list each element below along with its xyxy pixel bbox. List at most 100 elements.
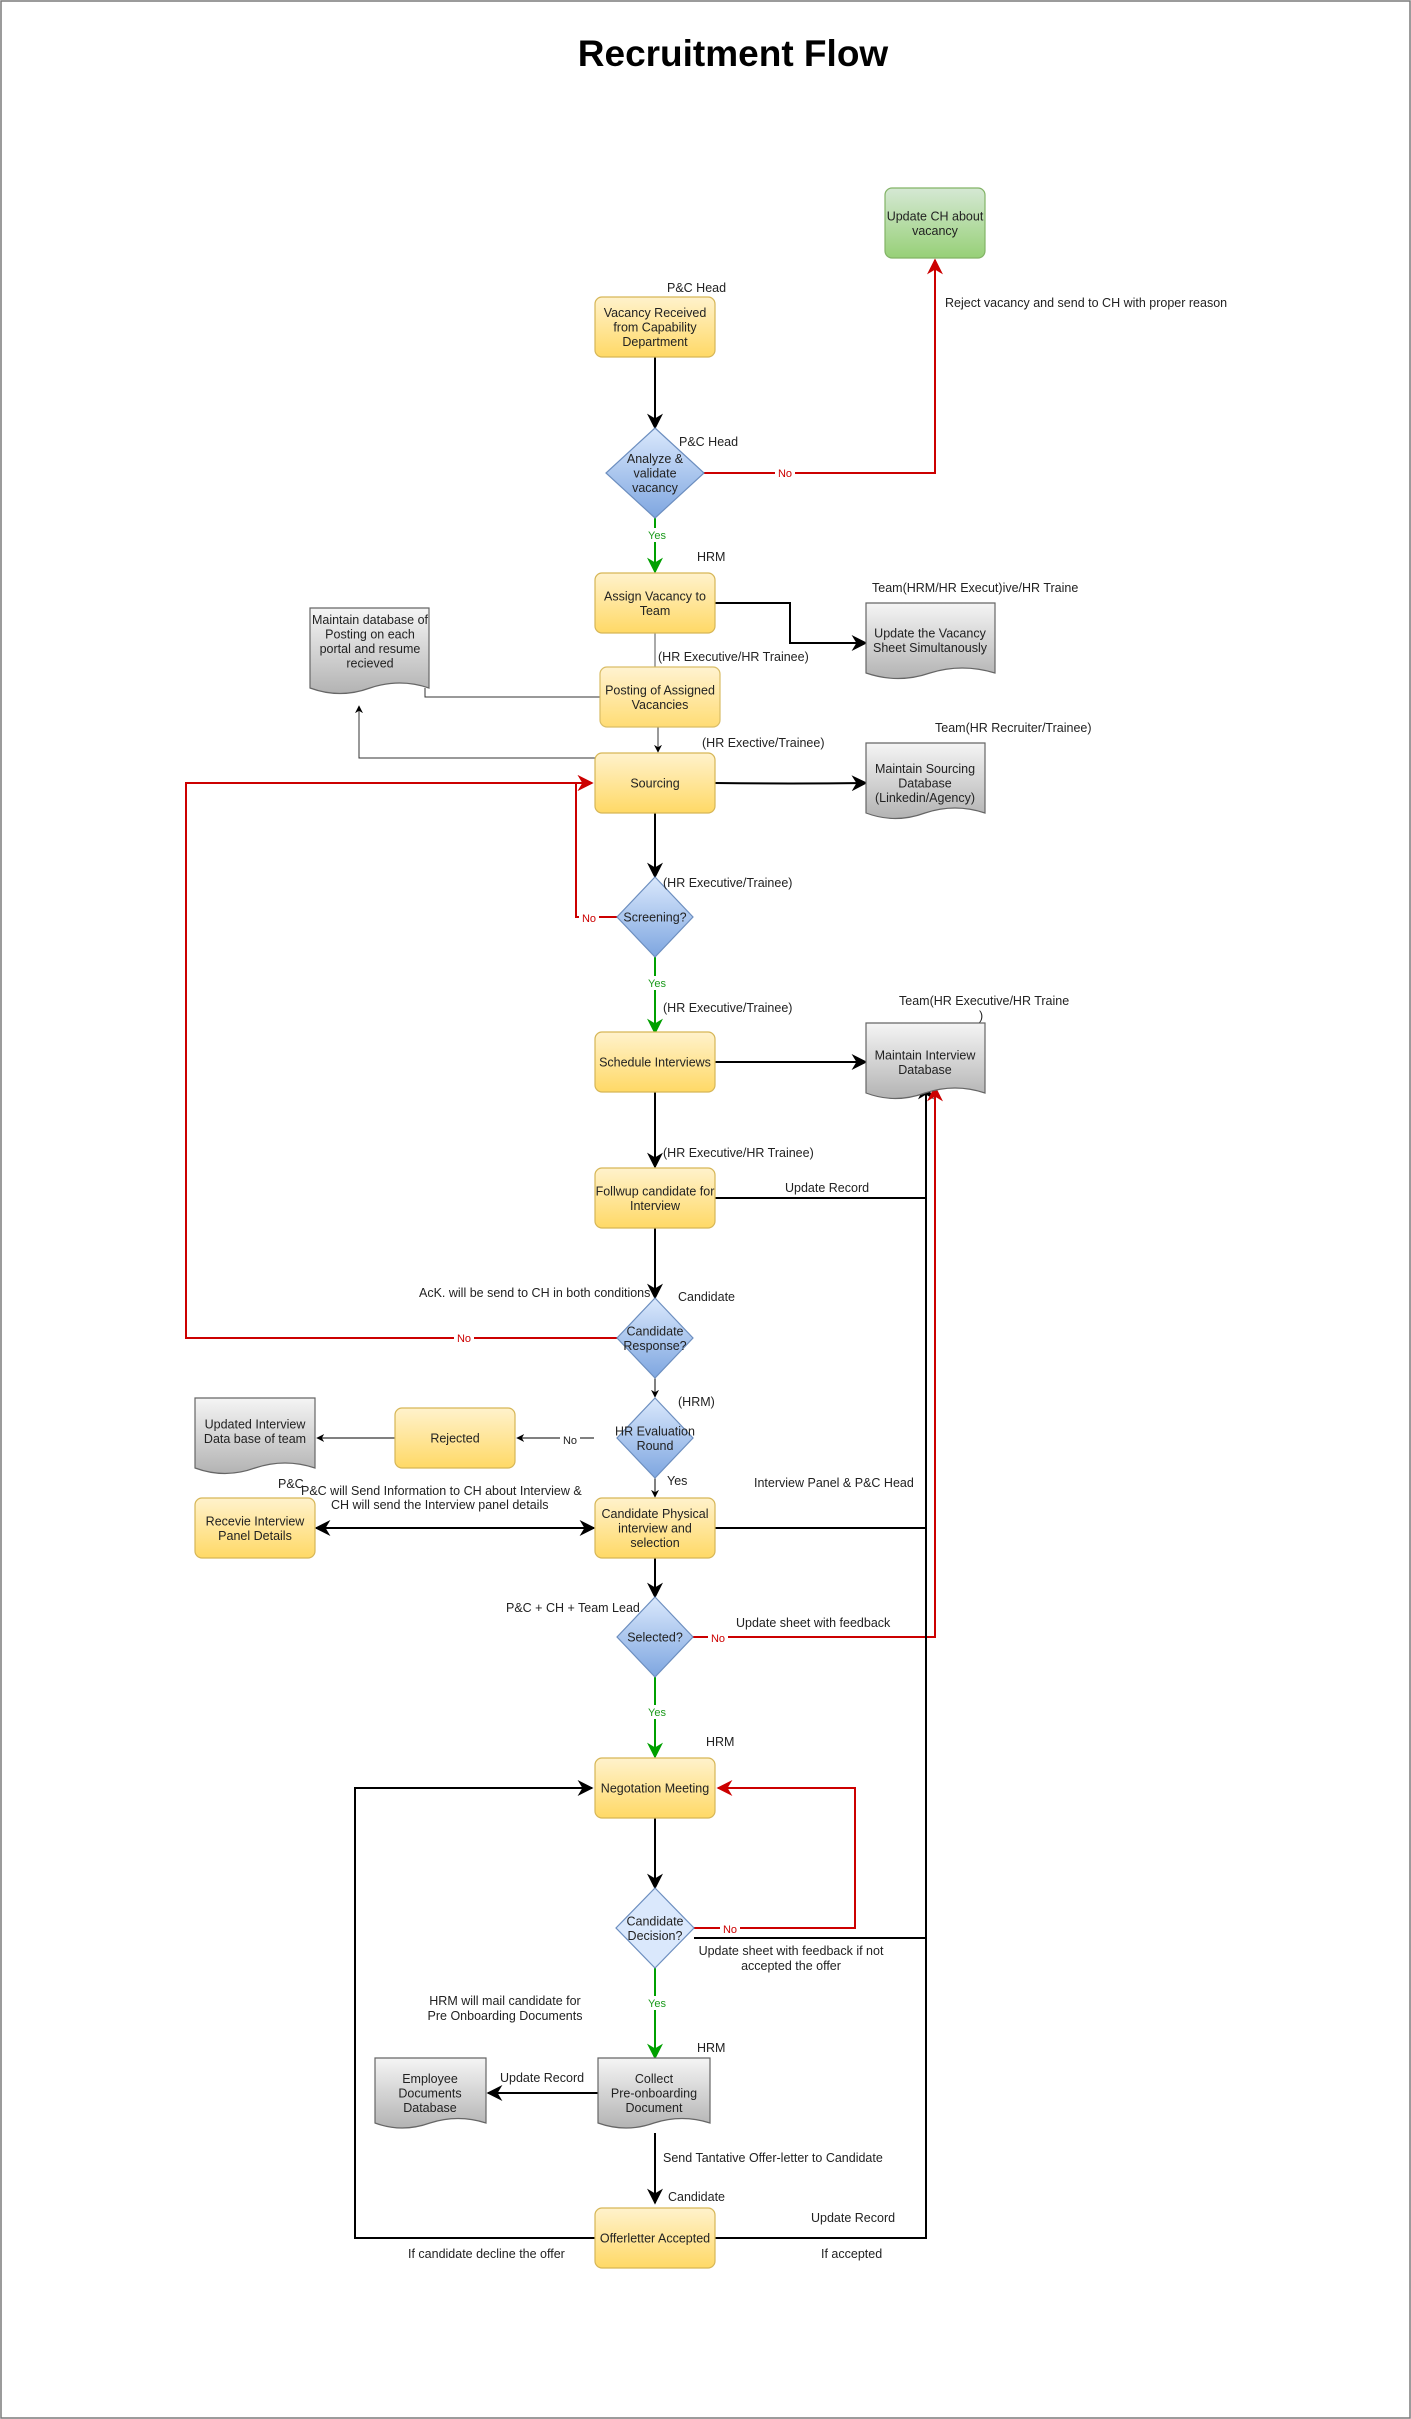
label-hrm-2: HRM bbox=[706, 1735, 734, 1749]
node-text-line: Screening? bbox=[623, 911, 686, 925]
node-text-line: Schedule Interviews bbox=[599, 1056, 711, 1070]
node-physical-box bbox=[594, 1497, 716, 1559]
label-hr-exec-trainee-4: (HR Executive/HR Trainee) bbox=[663, 1146, 814, 1160]
node-text-line: Recevie Interview bbox=[206, 1514, 306, 1528]
label-update-record-3: Update Record bbox=[811, 2211, 895, 2225]
label-no-selected: No bbox=[711, 1633, 725, 1645]
node-text-line: Assign Vacancy to bbox=[604, 589, 706, 603]
label-yes-analyze: Yes bbox=[648, 530, 666, 542]
node-text-line: Database bbox=[898, 777, 952, 791]
label-if-accepted: If accepted bbox=[821, 2247, 882, 2261]
label-hr-exec-trainee-1: (HR Executive/HR Trainee) bbox=[658, 650, 809, 664]
label-yes-decision: Yes bbox=[648, 1998, 666, 2010]
node-text-line: HR Evaluation bbox=[615, 1424, 695, 1438]
node-rejected-text: Rejected bbox=[430, 1432, 479, 1446]
node-negotiation-text: Negotation Meeting bbox=[601, 1782, 709, 1796]
node-collect-doc bbox=[597, 2057, 711, 2129]
node-text-line: interview and bbox=[618, 1522, 692, 1536]
node-screening-text: Screening? bbox=[623, 911, 686, 925]
label-update-record-1: Update Record bbox=[785, 1181, 869, 1195]
label-ack: AcK. will be send to CH in both conditio… bbox=[419, 1286, 650, 1300]
label-hrm-1: HRM bbox=[697, 550, 725, 564]
node-rejected-box bbox=[394, 1407, 516, 1469]
node-text-line: Maintain Interview bbox=[875, 1048, 977, 1062]
node-text-line: from Capability bbox=[613, 321, 697, 335]
node-text-line: Updated Interview bbox=[205, 1417, 307, 1431]
node-emp-docs-doc bbox=[374, 2057, 487, 2129]
node-schedule-text: Schedule Interviews bbox=[599, 1056, 711, 1070]
node-offer-text: Offerletter Accepted bbox=[600, 2232, 710, 2246]
label-update-record-2: Update Record bbox=[500, 2071, 584, 2085]
edge-offer-decline-negotiation bbox=[354, 1780, 595, 2239]
label-if-decline: If candidate decline the offer bbox=[408, 2247, 565, 2261]
label-yes-screening: Yes bbox=[648, 978, 666, 990]
node-receive-panel-box bbox=[194, 1497, 316, 1559]
label-update-sheet-feedback: Update sheet with feedback bbox=[736, 1616, 891, 1630]
label-team-recruiter: Team(HR Recruiter/Trainee) bbox=[935, 721, 1092, 735]
node-text-line: vacancy bbox=[912, 224, 959, 238]
label-yes-selected: Yes bbox=[648, 1707, 666, 1719]
node-posting-box bbox=[599, 666, 721, 728]
node-schedule-box bbox=[594, 1031, 716, 1093]
node-update-sheet-doc bbox=[865, 602, 996, 680]
node-followup-box bbox=[594, 1167, 716, 1229]
annotations: P&C Head P&C Head Reject vacancy and sen… bbox=[278, 281, 1227, 2261]
node-text-line: Sheet Simultanously bbox=[873, 641, 988, 655]
label-pc-head-2: P&C Head bbox=[679, 435, 738, 449]
label-interview-panel: Interview Panel & P&C Head bbox=[754, 1476, 914, 1490]
label-hrm-paren: (HRM) bbox=[678, 1395, 715, 1409]
label-no-screening: No bbox=[582, 913, 596, 925]
node-text-line: Collect bbox=[635, 2072, 674, 2086]
label-hrm-mail-b: Pre Onboarding Documents bbox=[428, 2009, 583, 2023]
node-text-line: Document bbox=[626, 2101, 683, 2115]
node-text-line: Candidate bbox=[627, 1324, 684, 1338]
node-text-line: Posting of Assigned bbox=[605, 683, 715, 697]
node-text-line: Posting on each bbox=[325, 627, 415, 641]
node-text-line: vacancy bbox=[632, 481, 679, 495]
node-text-line: Update the Vacancy bbox=[874, 626, 986, 640]
node-text-line: Team bbox=[640, 604, 671, 618]
node-text-line: Department bbox=[622, 335, 688, 349]
node-text-line: Offerletter Accepted bbox=[600, 2232, 710, 2246]
label-hr-exec-trainee-3: (HR Executive/Trainee) bbox=[663, 1001, 792, 1015]
label-send-offer: Send Tantative Offer-letter to Candidate bbox=[663, 2151, 883, 2165]
node-selected-text: Selected? bbox=[627, 1631, 683, 1645]
edge-decision-no-negotiation bbox=[694, 1780, 856, 1929]
label-yes-hr-eval: Yes bbox=[667, 1474, 687, 1488]
label-candidate-2: Candidate bbox=[668, 2190, 725, 2204]
node-text-line: Negotation Meeting bbox=[601, 1782, 709, 1796]
node-text-line: Response? bbox=[623, 1339, 686, 1353]
node-negotiation-box bbox=[594, 1757, 716, 1819]
node-text-line: (Linkedin/Agency) bbox=[875, 791, 975, 805]
node-assign-vacancy-box bbox=[594, 572, 716, 634]
node-vacancy-received-box bbox=[594, 296, 716, 358]
label-hrm-3: HRM bbox=[697, 2041, 725, 2055]
label-pc-send-b: CH will send the Interview panel details bbox=[331, 1498, 548, 1512]
edge-offer-accepted-interview-db bbox=[715, 1938, 927, 2239]
node-offer-box bbox=[594, 2207, 716, 2269]
node-updated-db-doc bbox=[194, 1397, 316, 1475]
node-text-line: Maintain Sourcing bbox=[875, 762, 975, 776]
label-pc: P&C bbox=[278, 1477, 304, 1491]
label-hr-exec-trainee-2: (HR Executive/Trainee) bbox=[663, 876, 792, 890]
node-text-line: Interview bbox=[630, 1199, 681, 1213]
node-text-line: Candidate Physical bbox=[601, 1507, 708, 1521]
node-selected-diamond bbox=[616, 1596, 694, 1678]
label-update-sheet-feedback-a: Update sheet with feedback if not bbox=[699, 1944, 884, 1958]
node-text-line: Pre-onboarding bbox=[611, 2087, 697, 2101]
node-screening-diamond bbox=[616, 876, 694, 958]
label-no-analyze: No bbox=[778, 468, 792, 480]
